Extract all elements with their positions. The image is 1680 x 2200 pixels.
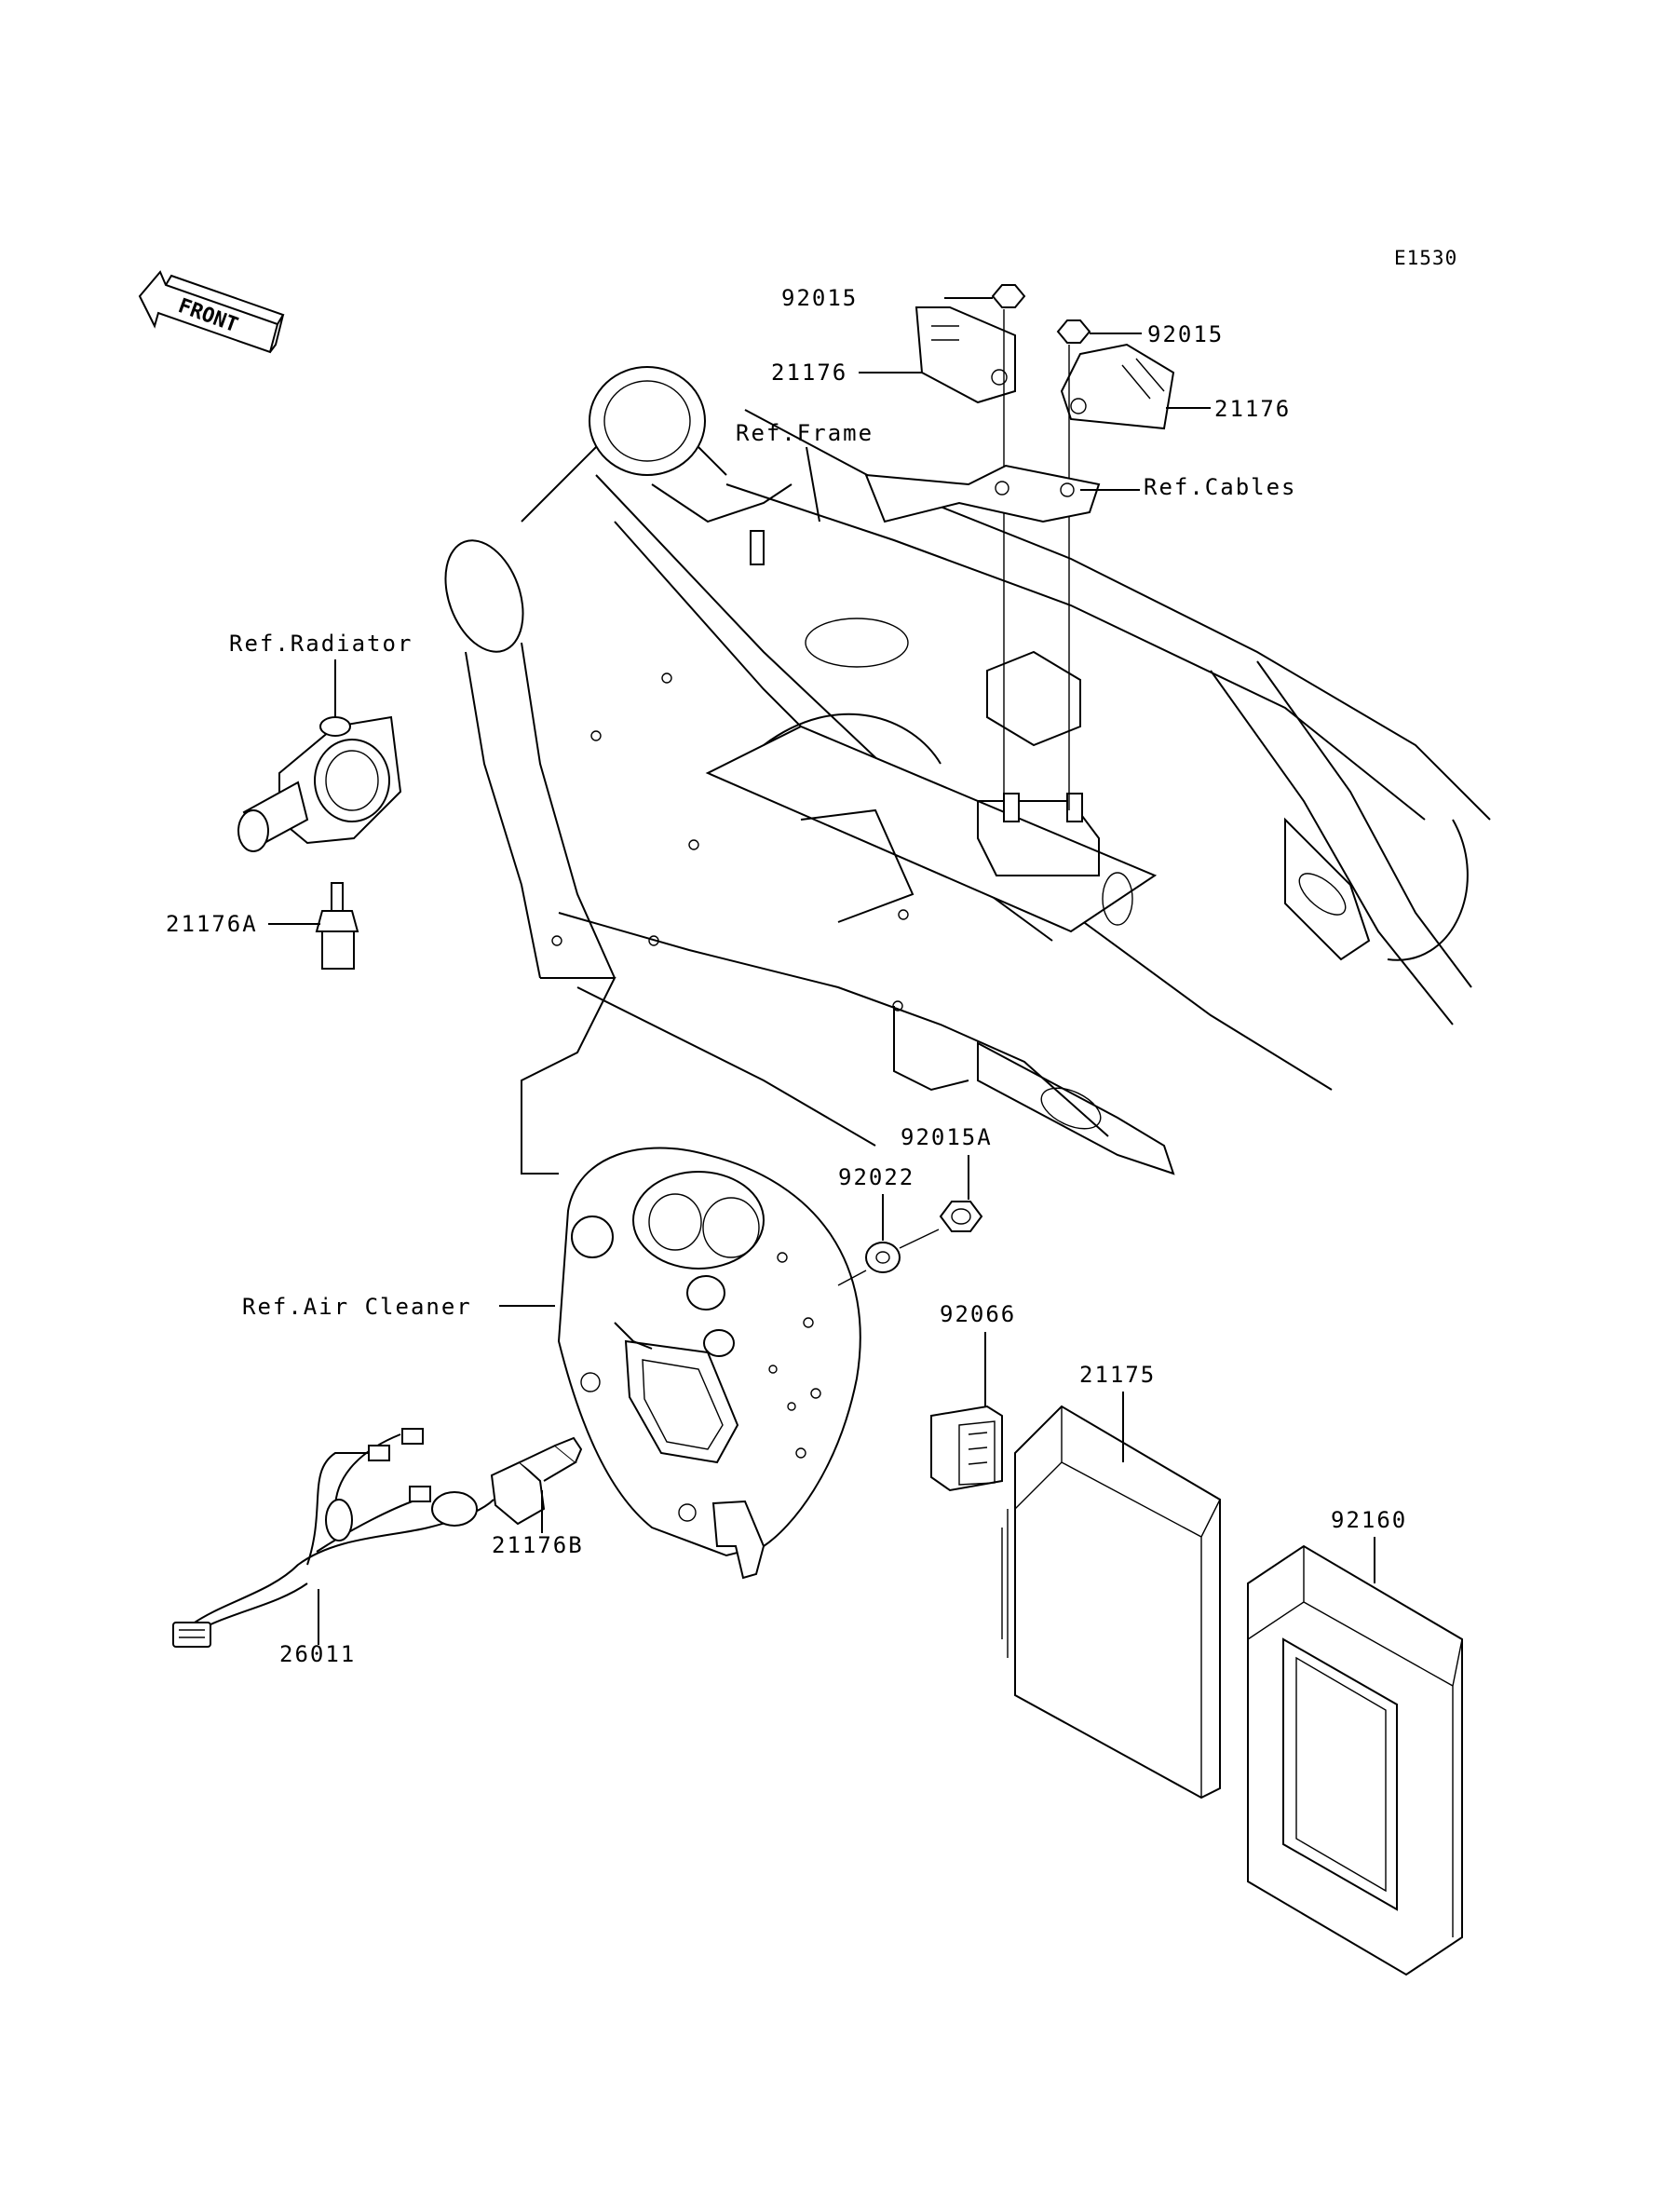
nut-92015-left [991, 284, 1026, 308]
sensor-21176B [490, 1436, 583, 1526]
nut-92015-right [1056, 319, 1091, 344]
label-21176-left: 21176 [771, 360, 847, 386]
sensor-21176-right [1060, 343, 1175, 430]
label-92022: 92022 [838, 1164, 915, 1190]
diagram-code: E1530 [1394, 247, 1457, 269]
label-92066: 92066 [940, 1301, 1016, 1327]
ref-radiator-label: Ref.Radiator [229, 631, 413, 657]
connector-92066 [930, 1405, 1003, 1492]
sensor-21176A [315, 882, 359, 970]
sensor-21176-left [915, 306, 1016, 404]
ref-frame-label: Ref.Frame [736, 420, 874, 446]
cable-bracket [864, 464, 1101, 523]
label-21176B: 21176B [492, 1532, 584, 1558]
thermostat-housing [237, 715, 402, 852]
cover-92160 [1247, 1544, 1463, 1976]
front-arrow-icon: FRONT [138, 270, 285, 354]
label-21175: 21175 [1079, 1362, 1156, 1388]
nut-92015A [939, 1201, 983, 1232]
label-92015-left: 92015 [781, 285, 858, 311]
label-21176-right: 21176 [1214, 396, 1291, 422]
label-92015-right: 92015 [1147, 321, 1224, 347]
ecu-21175 [1001, 1405, 1221, 1799]
ref-air-cleaner-label: Ref.Air Cleaner [242, 1294, 472, 1320]
label-26011: 26011 [279, 1641, 356, 1667]
label-92015A: 92015A [901, 1124, 993, 1150]
ref-cables-label: Ref.Cables [1144, 474, 1297, 500]
harness-26011 [172, 1428, 495, 1648]
label-21176A: 21176A [166, 911, 258, 937]
air-cleaner-plate [557, 1147, 861, 1580]
motorcycle-frame [444, 366, 1491, 1175]
washer-92022 [865, 1242, 901, 1273]
label-92160: 92160 [1331, 1507, 1407, 1533]
